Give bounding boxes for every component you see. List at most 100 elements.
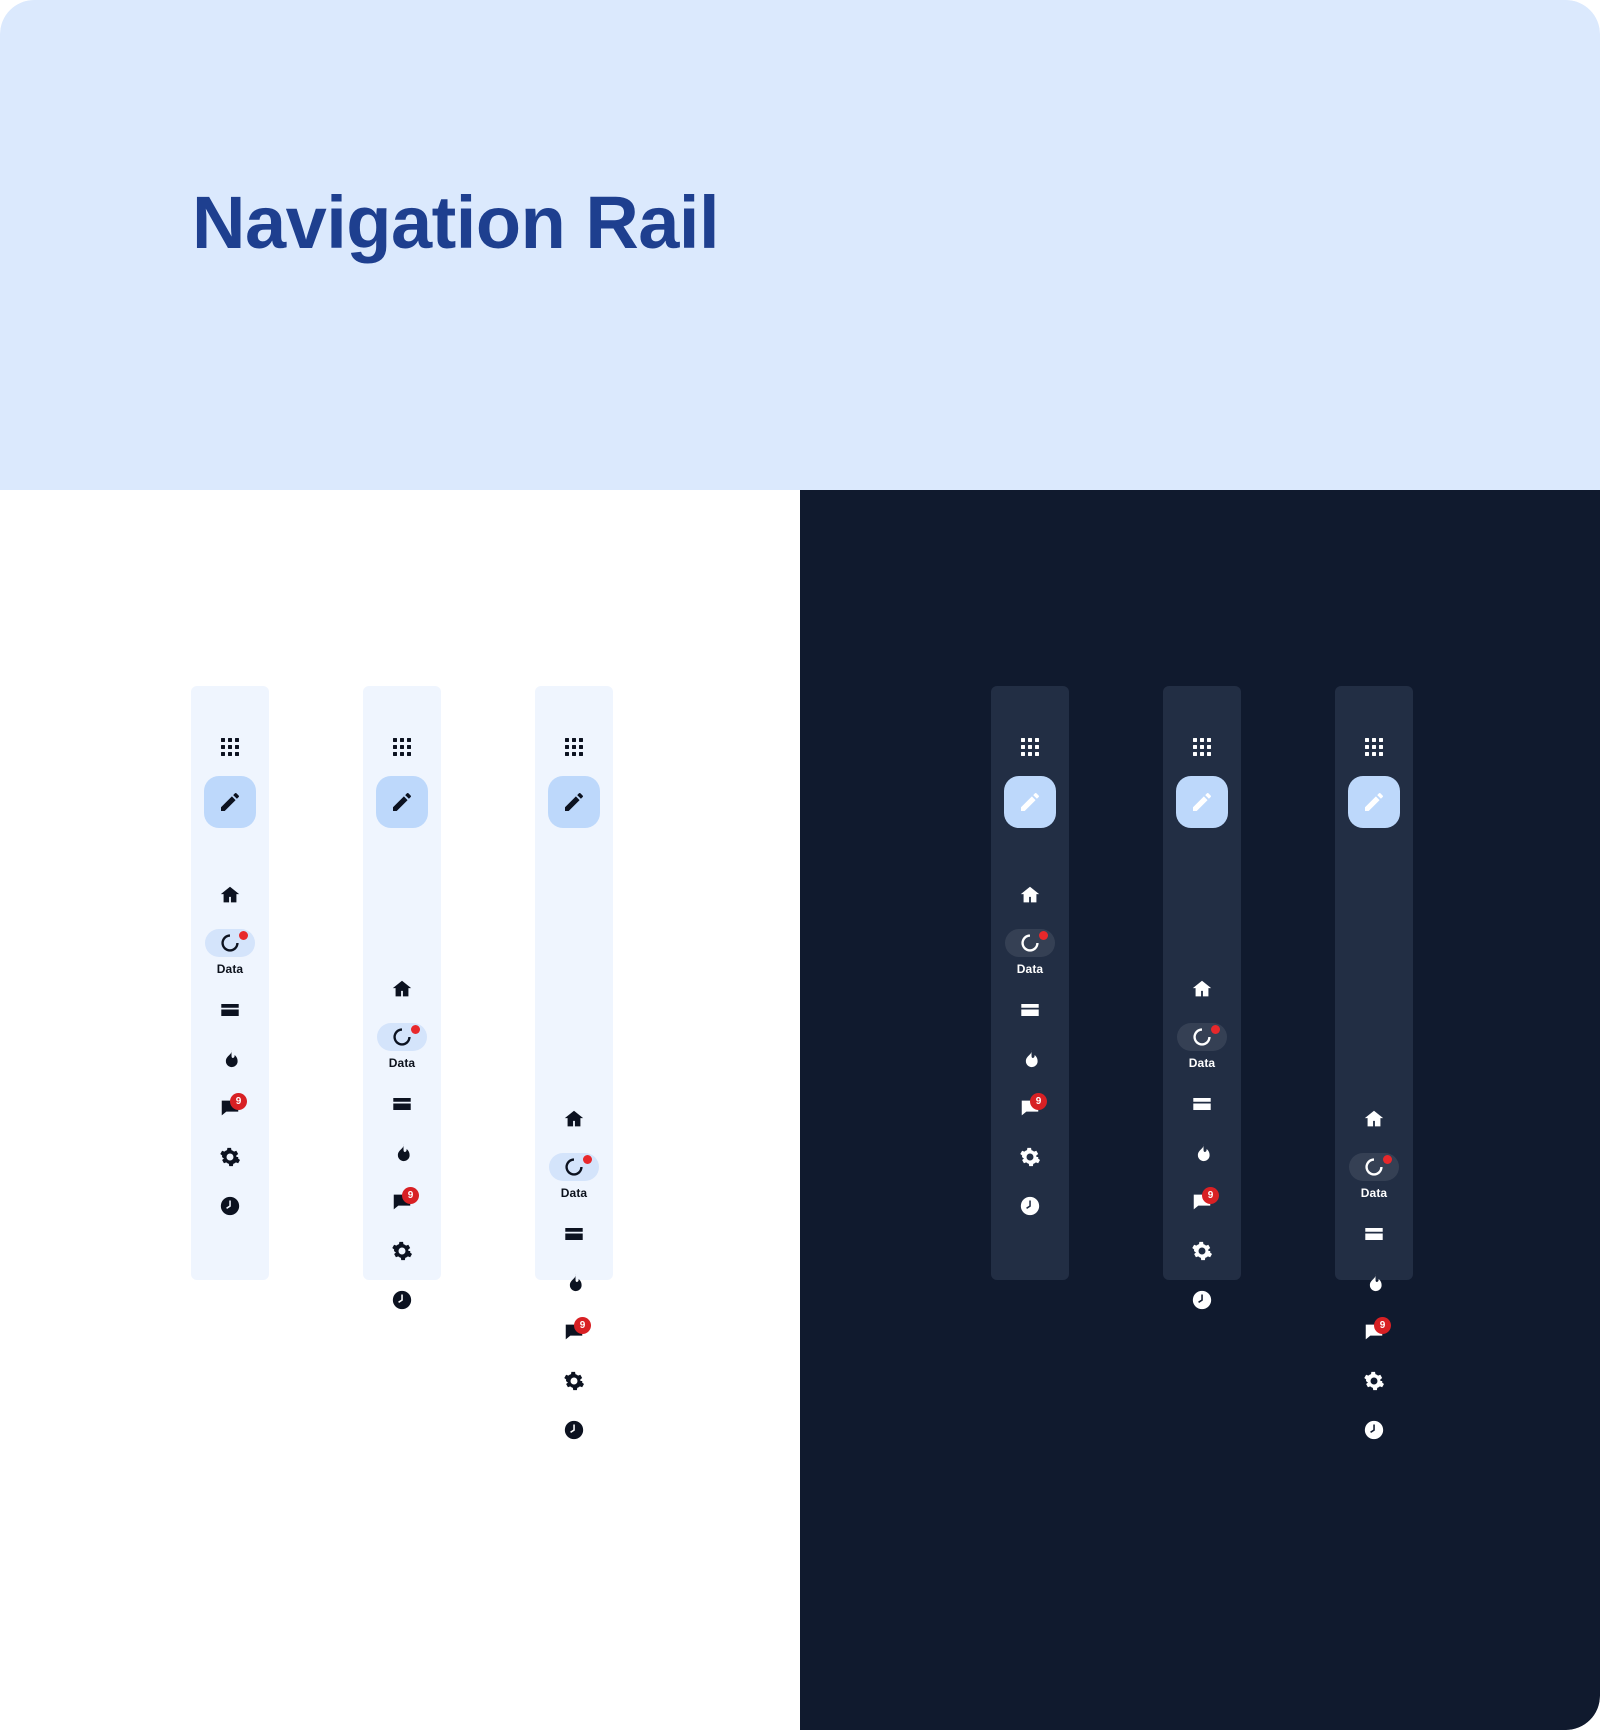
nav-item-history[interactable] (535, 1405, 613, 1454)
nav-item-settings[interactable] (535, 1356, 613, 1405)
nav-items-group: Data (535, 1094, 613, 1454)
nav-item-home[interactable] (535, 1094, 613, 1143)
nav-item-cards[interactable] (191, 985, 269, 1034)
navigation-rail-dark-bottom[interactable]: Data (1335, 686, 1413, 1439)
nav-item-label: Data (216, 961, 244, 976)
nav-item-data[interactable]: Data (991, 919, 1069, 985)
apps-grid-icon[interactable] (1187, 732, 1217, 762)
navigation-rail-light-center[interactable]: Data (363, 686, 441, 1309)
nav-item-messages[interactable]: 9 (1335, 1307, 1413, 1356)
pencil-edit-icon[interactable] (1176, 776, 1228, 828)
nav-item-messages[interactable]: 9 (1163, 1177, 1241, 1226)
nav-item-cards[interactable] (1163, 1079, 1241, 1128)
nav-pill (377, 975, 427, 1003)
nav-item-history[interactable] (991, 1181, 1069, 1230)
nav-item-history[interactable] (191, 1181, 269, 1230)
flame-icon (225, 1049, 238, 1067)
nav-pill (1177, 1286, 1227, 1314)
nav-item-cards[interactable] (991, 985, 1069, 1034)
nav-pill (1349, 1367, 1399, 1395)
rail-header (991, 686, 1069, 828)
status-badge (1211, 1024, 1220, 1034)
navigation-rail-light-bottom[interactable]: Data (535, 686, 613, 1439)
apps-grid-icon[interactable] (387, 732, 417, 762)
apps-grid-icon[interactable] (215, 732, 245, 762)
settings-gear-icon (1364, 1371, 1384, 1390)
nav-pill (377, 1139, 427, 1167)
nav-pill (205, 928, 255, 957)
nav-item-home[interactable] (991, 870, 1069, 919)
nav-item-messages[interactable]: 9 (991, 1083, 1069, 1132)
nav-item-messages[interactable]: 9 (191, 1083, 269, 1132)
nav-item-data[interactable]: Data (535, 1143, 613, 1209)
nav-item-trending[interactable] (1163, 1128, 1241, 1177)
nav-pill (1177, 1139, 1227, 1167)
rail-header (363, 686, 441, 828)
nav-item-trending[interactable] (363, 1128, 441, 1177)
nav-pill: 9 (1005, 1092, 1055, 1122)
nav-items-group: Data (991, 870, 1069, 1230)
nav-item-settings[interactable] (1163, 1226, 1241, 1275)
settings-gear-icon (392, 1241, 412, 1260)
settings-gear-icon (1020, 1147, 1040, 1166)
nav-item-cards[interactable] (1335, 1209, 1413, 1258)
clock-icon (392, 1290, 412, 1309)
navigation-rail-dark-top[interactable]: Data (991, 686, 1069, 1280)
nav-item-trending[interactable] (535, 1258, 613, 1307)
rail-header (191, 686, 269, 828)
apps-grid-icon[interactable] (1359, 732, 1389, 762)
pencil-edit-icon[interactable] (1004, 776, 1056, 828)
credit-card-icon (565, 1227, 583, 1240)
nav-item-trending[interactable] (1335, 1258, 1413, 1307)
nav-item-messages[interactable]: 9 (363, 1177, 441, 1226)
apps-grid-icon[interactable] (1015, 732, 1045, 762)
nav-item-history[interactable] (1163, 1275, 1241, 1324)
flame-icon (397, 1143, 410, 1161)
loader-data-icon (1365, 1157, 1383, 1176)
nav-item-history[interactable] (363, 1275, 441, 1324)
nav-item-data[interactable]: Data (1163, 1013, 1241, 1079)
nav-item-home[interactable] (191, 870, 269, 919)
panels-container: Data (0, 490, 1600, 1730)
nav-pill (1349, 1416, 1399, 1444)
pencil-edit-icon[interactable] (204, 776, 256, 828)
home-icon (1192, 980, 1212, 996)
clock-icon (220, 1196, 240, 1215)
nav-pill (1349, 1105, 1399, 1133)
nav-items-group: Data (1163, 964, 1241, 1324)
apps-grid-icon[interactable] (559, 732, 589, 762)
nav-pill (205, 1143, 255, 1171)
nav-pill (1177, 975, 1227, 1003)
nav-item-settings[interactable] (1335, 1356, 1413, 1405)
nav-item-cards[interactable] (363, 1079, 441, 1128)
nav-pill (1005, 1192, 1055, 1220)
navigation-rail-dark-center[interactable]: Data (1163, 686, 1241, 1309)
nav-item-data[interactable]: Data (1335, 1143, 1413, 1209)
nav-item-settings[interactable] (363, 1226, 441, 1275)
nav-item-home[interactable] (1163, 964, 1241, 1013)
nav-item-home[interactable] (1335, 1094, 1413, 1143)
flame-icon (1025, 1049, 1038, 1067)
nav-item-cards[interactable] (535, 1209, 613, 1258)
pencil-edit-icon[interactable] (548, 776, 600, 828)
rail-header (535, 686, 613, 828)
pencil-edit-icon[interactable] (376, 776, 428, 828)
nav-pill (549, 1105, 599, 1133)
nav-items-group: Data (363, 964, 441, 1324)
nav-item-data[interactable]: Data (363, 1013, 441, 1079)
pencil-edit-icon[interactable] (1348, 776, 1400, 828)
light-theme-panel: Data (0, 490, 800, 1730)
nav-item-trending[interactable] (191, 1034, 269, 1083)
nav-item-home[interactable] (363, 964, 441, 1013)
nav-pill (1005, 881, 1055, 909)
nav-item-messages[interactable]: 9 (535, 1307, 613, 1356)
nav-item-data[interactable]: Data (191, 919, 269, 985)
navigation-rail-light-top[interactable]: Data (191, 686, 269, 1280)
nav-item-trending[interactable] (991, 1034, 1069, 1083)
nav-item-label: Data (388, 1055, 416, 1070)
settings-gear-icon (564, 1371, 584, 1390)
nav-item-settings[interactable] (991, 1132, 1069, 1181)
nav-item-history[interactable] (1335, 1405, 1413, 1454)
nav-item-settings[interactable] (191, 1132, 269, 1181)
nav-pill (205, 1045, 255, 1073)
